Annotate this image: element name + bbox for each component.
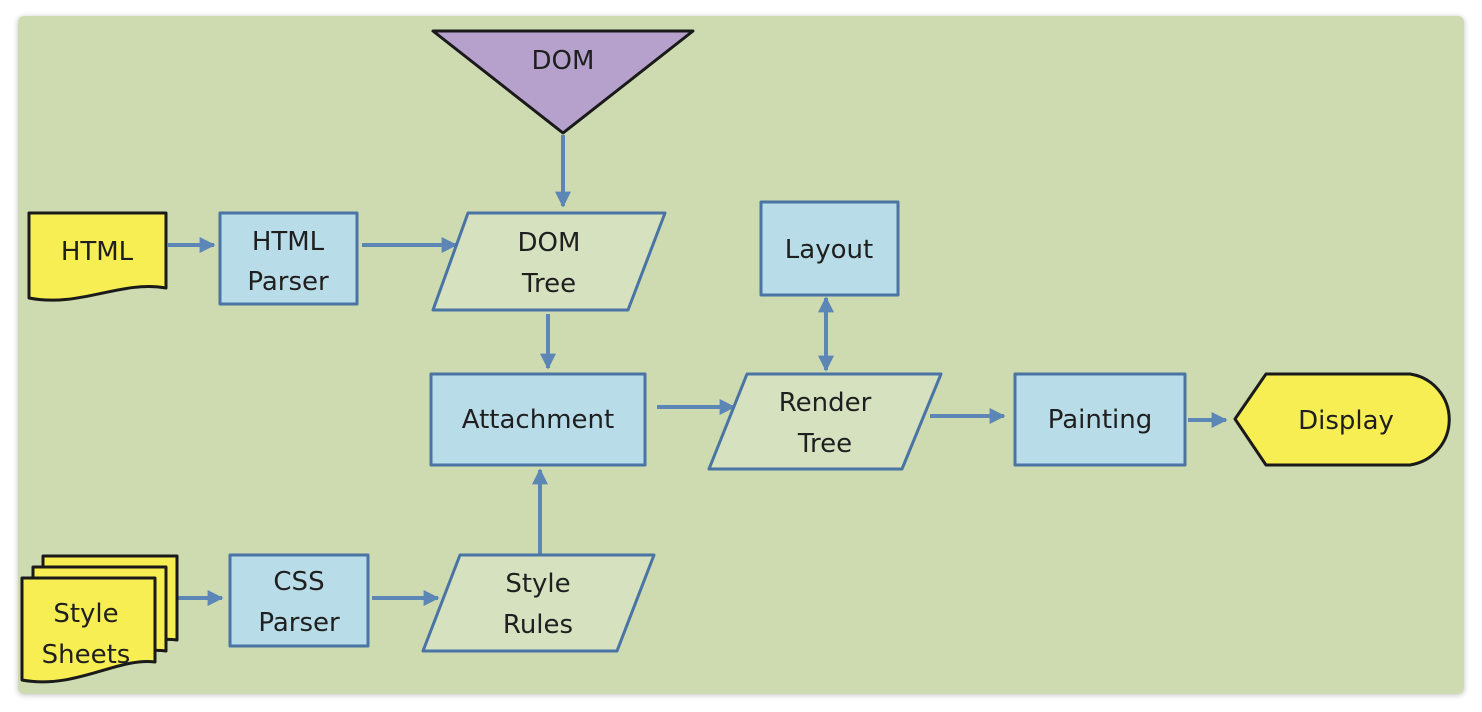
style-rules-node: Style Rules: [421, 553, 656, 653]
css-parser-node: CSS Parser: [228, 553, 370, 648]
html-document-node: HTML: [27, 211, 168, 302]
layout-node: Layout: [759, 200, 900, 297]
dom-triangle: [431, 29, 695, 135]
dom-node: DOM: [431, 29, 695, 135]
diagram-frame: DOM HTML HTML Parser DOM Tree Layout Att…: [18, 16, 1464, 694]
style-sheets-label-line1: Style: [53, 599, 118, 629]
style-rules-label-line1: Style: [505, 569, 570, 599]
dom-tree-node: DOM Tree: [431, 211, 667, 312]
html-label: HTML: [61, 237, 134, 267]
dom-tree-label-line2: Tree: [521, 269, 576, 299]
html-parser-box: [218, 211, 359, 306]
dom-tree-parallelogram: [431, 211, 667, 312]
attachment-label: Attachment: [462, 405, 614, 435]
dom-label: DOM: [532, 46, 595, 76]
css-parser-label-line1: CSS: [273, 567, 324, 597]
dom-tree-label-line1: DOM: [518, 228, 581, 258]
style-sheets-node: Style Sheets: [20, 554, 179, 684]
render-tree-parallelogram: [707, 372, 943, 471]
render-pipeline-diagram: DOM HTML HTML Parser DOM Tree Layout Att…: [18, 16, 1464, 694]
render-tree-label-line2: Tree: [797, 429, 852, 459]
render-tree-node: Render Tree: [707, 372, 943, 471]
layout-label: Layout: [785, 235, 873, 265]
connectors: [168, 135, 1228, 606]
painting-label: Painting: [1048, 405, 1153, 435]
display-node: Display: [1233, 372, 1451, 467]
style-rules-label-line2: Rules: [503, 610, 573, 640]
painting-node: Painting: [1013, 372, 1187, 467]
html-parser-label-line2: Parser: [247, 267, 329, 297]
html-document-shape: [27, 211, 168, 302]
display-shape: [1233, 372, 1451, 467]
css-parser-box: [228, 553, 370, 648]
style-rules-parallelogram: [421, 553, 656, 653]
render-tree-label-line1: Render: [779, 388, 872, 418]
attachment-node: Attachment: [429, 372, 647, 467]
style-sheets-label-line2: Sheets: [42, 640, 131, 670]
painting-box: [1013, 372, 1187, 467]
attachment-box: [429, 372, 647, 467]
display-label: Display: [1298, 406, 1394, 436]
html-parser-node: HTML Parser: [218, 211, 359, 306]
css-parser-label-line2: Parser: [258, 608, 340, 638]
layout-box: [759, 200, 900, 297]
html-parser-label-line1: HTML: [252, 227, 325, 257]
style-sheet-front: [20, 576, 157, 684]
